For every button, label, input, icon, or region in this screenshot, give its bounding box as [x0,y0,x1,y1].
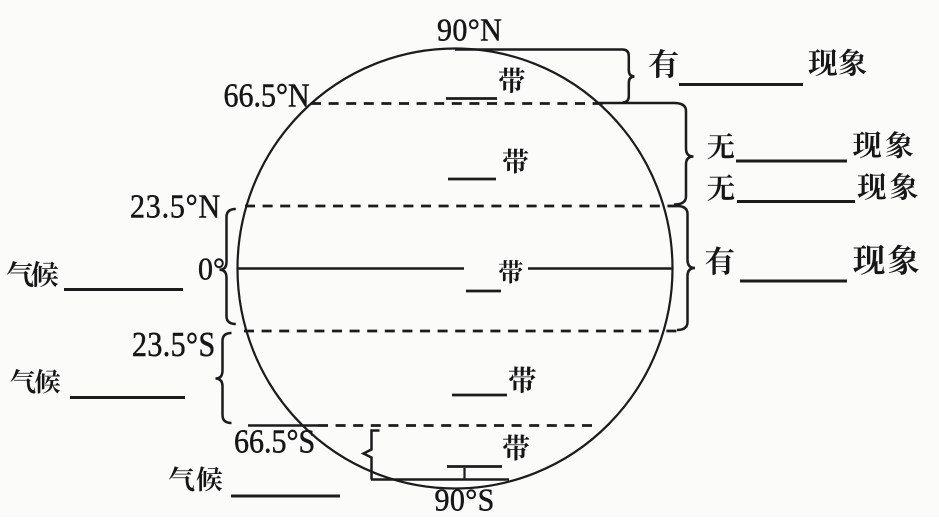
svg-text:90°S: 90°S [435,483,495,517]
svg-text:23.5°S: 23.5°S [132,326,216,365]
svg-text:66.5°S: 66.5°S [234,423,315,460]
svg-text:23.5°N: 23.5°N [130,187,221,225]
svg-text:66.5°N: 66.5°N [224,76,310,114]
svg-text:90°N: 90°N [437,13,502,48]
svg-text:0°: 0° [198,252,225,287]
